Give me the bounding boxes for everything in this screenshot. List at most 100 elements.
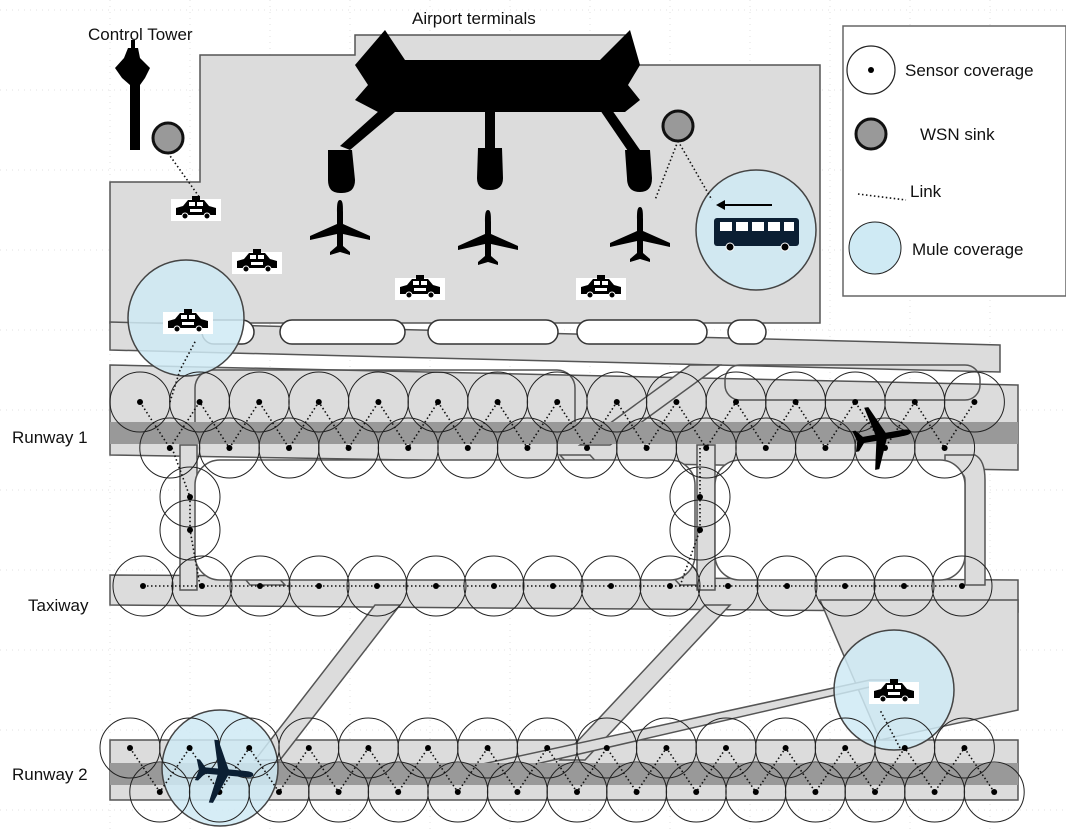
- wsn-links: [129, 339, 995, 794]
- sensor-node: [257, 583, 263, 589]
- sensor-coverage-circle: [288, 555, 350, 617]
- sensor-node: [196, 399, 203, 405]
- sensor-coverage-circle: [914, 417, 976, 479]
- legend: Sensor coverage WSN sink Link Mule cover…: [842, 25, 1066, 297]
- apron-islands: [194, 319, 981, 581]
- sensor-node: [484, 745, 491, 751]
- sensor-nodes: [127, 399, 998, 795]
- sensor-node: [762, 445, 769, 451]
- sensor-node: [961, 745, 968, 751]
- sensor-node: [305, 745, 312, 751]
- sensor-node: [464, 445, 471, 451]
- sensor-node: [782, 745, 789, 751]
- sensor-node: [693, 789, 700, 795]
- sensor-node: [425, 745, 431, 751]
- sensor-coverage-circle: [229, 555, 291, 617]
- sensor-node: [667, 583, 673, 589]
- runway1-strip: [110, 422, 1018, 444]
- sensor-node: [374, 583, 380, 589]
- sensor-node: [613, 399, 620, 405]
- connector-link: [171, 447, 201, 587]
- sensor-node: [435, 399, 441, 405]
- sensor-node: [246, 745, 253, 751]
- sensor-node: [550, 583, 556, 589]
- bus-icon: [714, 200, 799, 252]
- sensor-node: [584, 445, 590, 451]
- sensor-node: [723, 745, 729, 751]
- taxi-icon: [162, 308, 214, 335]
- wsn-sink-terminal: [661, 109, 695, 143]
- airfield-pavement: [109, 34, 1019, 801]
- sensor-coverage-circle: [580, 555, 642, 617]
- legend-sink-label: WSN sink: [920, 125, 995, 144]
- sensor-node: [491, 583, 497, 589]
- sensor-node: [842, 745, 849, 751]
- sensor-node: [842, 583, 848, 589]
- sensor-node: [345, 445, 352, 451]
- sensor-node: [433, 583, 439, 589]
- sensor-node: [603, 745, 610, 751]
- runway2-link: [129, 746, 995, 794]
- sensor-coverage-circle: [873, 555, 935, 617]
- sensor-node: [454, 789, 461, 795]
- sensor-coverage-circle: [963, 761, 1025, 823]
- sensor-node: [494, 399, 501, 405]
- sensor-node: [725, 583, 731, 589]
- sensor-node: [199, 583, 205, 589]
- sensor-node: [991, 789, 998, 795]
- sensor-node: [524, 445, 531, 451]
- taxi-icon: [170, 195, 222, 222]
- sensor-node: [365, 745, 372, 751]
- sensor-node: [286, 445, 292, 451]
- sensor-node: [405, 445, 412, 451]
- sensor-node: [633, 789, 640, 795]
- sensor-node: [822, 445, 829, 451]
- sensor-node: [127, 745, 133, 751]
- wsn-sink-tower: [151, 121, 185, 155]
- sensor-node: [156, 789, 163, 795]
- sensor-node: [187, 494, 193, 500]
- runway2-strip: [110, 763, 1018, 785]
- sensor-node: [784, 583, 790, 589]
- sensor-node: [395, 789, 402, 795]
- sensor-node: [166, 445, 173, 451]
- sensor-node: [792, 399, 799, 405]
- sensor-node: [872, 789, 878, 795]
- sensor-node: [544, 745, 551, 751]
- sensor-node: [140, 583, 146, 589]
- sensor-node: [315, 399, 322, 405]
- sensor-node: [375, 399, 382, 405]
- taxi-icon: [868, 678, 920, 705]
- connector-left-vertical: [179, 444, 198, 591]
- sensor-node: [703, 445, 710, 451]
- sink-link-terminal: [654, 140, 679, 201]
- taxiway-label: Taxiway: [28, 596, 89, 615]
- sensor-coverage-circle: [697, 555, 759, 617]
- sensor-node: [643, 445, 650, 451]
- sensor-node: [663, 745, 670, 751]
- sensor-coverage-circle: [933, 717, 995, 779]
- sink-link-tower: [167, 152, 201, 199]
- sensor-node: [514, 789, 521, 795]
- legend-link-label: Link: [910, 182, 942, 201]
- mule-coverage-icon: [848, 221, 902, 275]
- mule-link: [169, 339, 197, 403]
- sensor-node: [187, 527, 193, 533]
- sensor-node: [335, 789, 342, 795]
- sensor-node: [226, 445, 233, 451]
- sensor-coverage-circle: [756, 555, 818, 617]
- sensor-node: [852, 399, 859, 405]
- sensor-node: [959, 583, 965, 589]
- link-icon: [857, 193, 907, 201]
- mule-link: [879, 709, 901, 749]
- sensor-node-dot-icon: [868, 67, 874, 73]
- terminal-icon: [328, 30, 652, 193]
- sensor-coverage-circle: [405, 555, 467, 617]
- sensor-node: [697, 527, 703, 533]
- connector-link: [679, 448, 701, 587]
- sensor-node: [752, 789, 759, 795]
- connector-lower-mid: [558, 604, 732, 761]
- terminals-label: Airport terminals: [412, 9, 536, 28]
- taxi-icon: [575, 274, 627, 301]
- sensor-node: [911, 399, 918, 405]
